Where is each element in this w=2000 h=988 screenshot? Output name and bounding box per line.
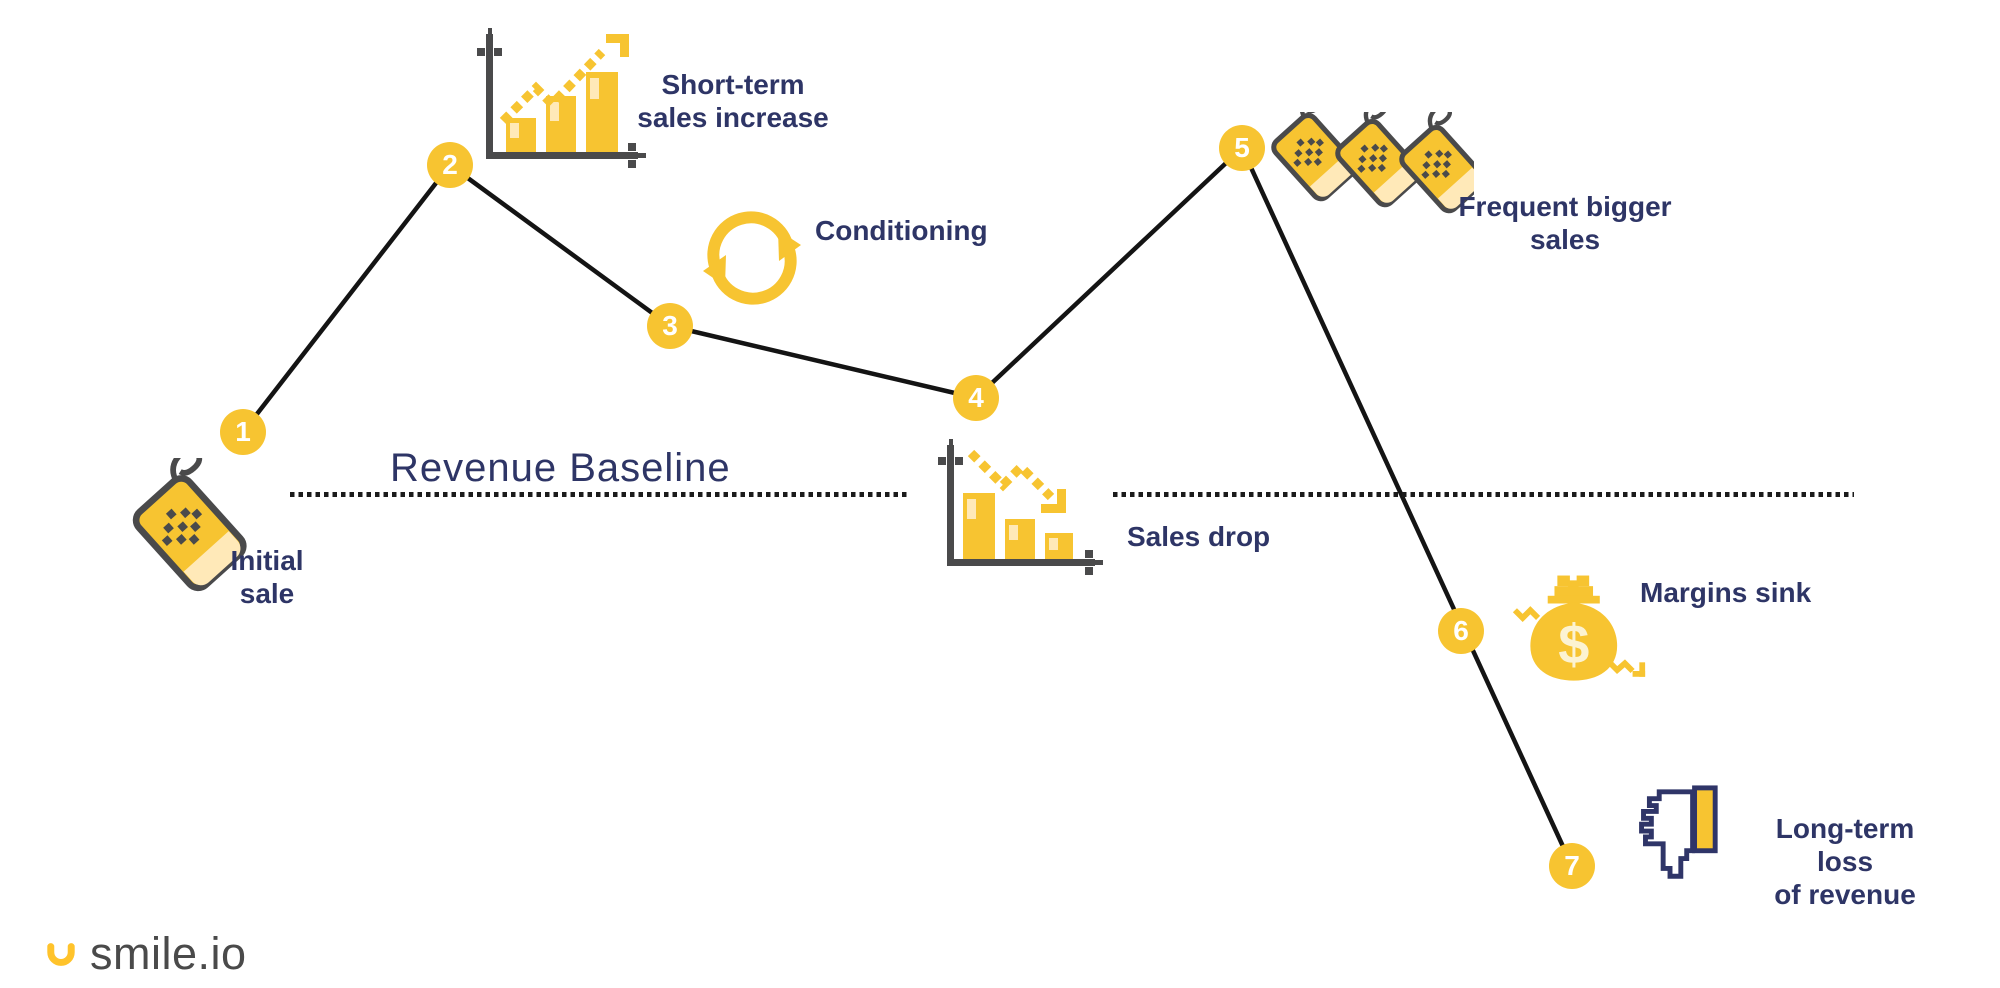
step-label-margins-sink: Margins sink	[1640, 577, 1812, 608]
revenue-baseline-label: Revenue Baseline	[390, 446, 731, 490]
step-node-6: 6	[1438, 608, 1484, 654]
step-node-2: 2	[427, 142, 473, 188]
step-label-conditioning: Conditioning	[815, 215, 988, 246]
step-label-sales-drop: Sales drop	[1127, 521, 1271, 552]
falling-bar-chart-icon	[938, 439, 1103, 575]
triple-price-tags-icon	[1266, 112, 1474, 224]
rising-bar-chart-icon	[477, 28, 646, 168]
step-node-3: 3	[647, 303, 693, 349]
cycle-arrows-icon	[703, 211, 801, 305]
step-label-initial-sale: Initial sale	[230, 545, 304, 609]
step-node-7: 7	[1549, 843, 1595, 889]
revenue-baseline-dotted-left	[290, 492, 910, 497]
smile-icon	[47, 943, 75, 966]
step-node-4: 4	[953, 375, 999, 421]
step-label-long-term-loss: Long-term loss of revenue	[1774, 813, 1916, 910]
svg-text:$: $	[1558, 612, 1589, 675]
thumbs-down-icon	[1639, 785, 1718, 879]
step-label-short-term-increase: Short-term sales increase	[637, 69, 829, 133]
smileio-logo-text: smile.io	[90, 928, 247, 979]
step-node-1: 1	[220, 409, 266, 455]
revenue-baseline-dotted-right	[1113, 492, 1854, 497]
step-node-5: 5	[1219, 125, 1265, 171]
money-bag-icon: $	[1513, 575, 1646, 681]
smileio-logo: smile.io	[46, 928, 247, 980]
step-label-frequent-bigger: Frequent bigger sales	[1458, 191, 1672, 255]
